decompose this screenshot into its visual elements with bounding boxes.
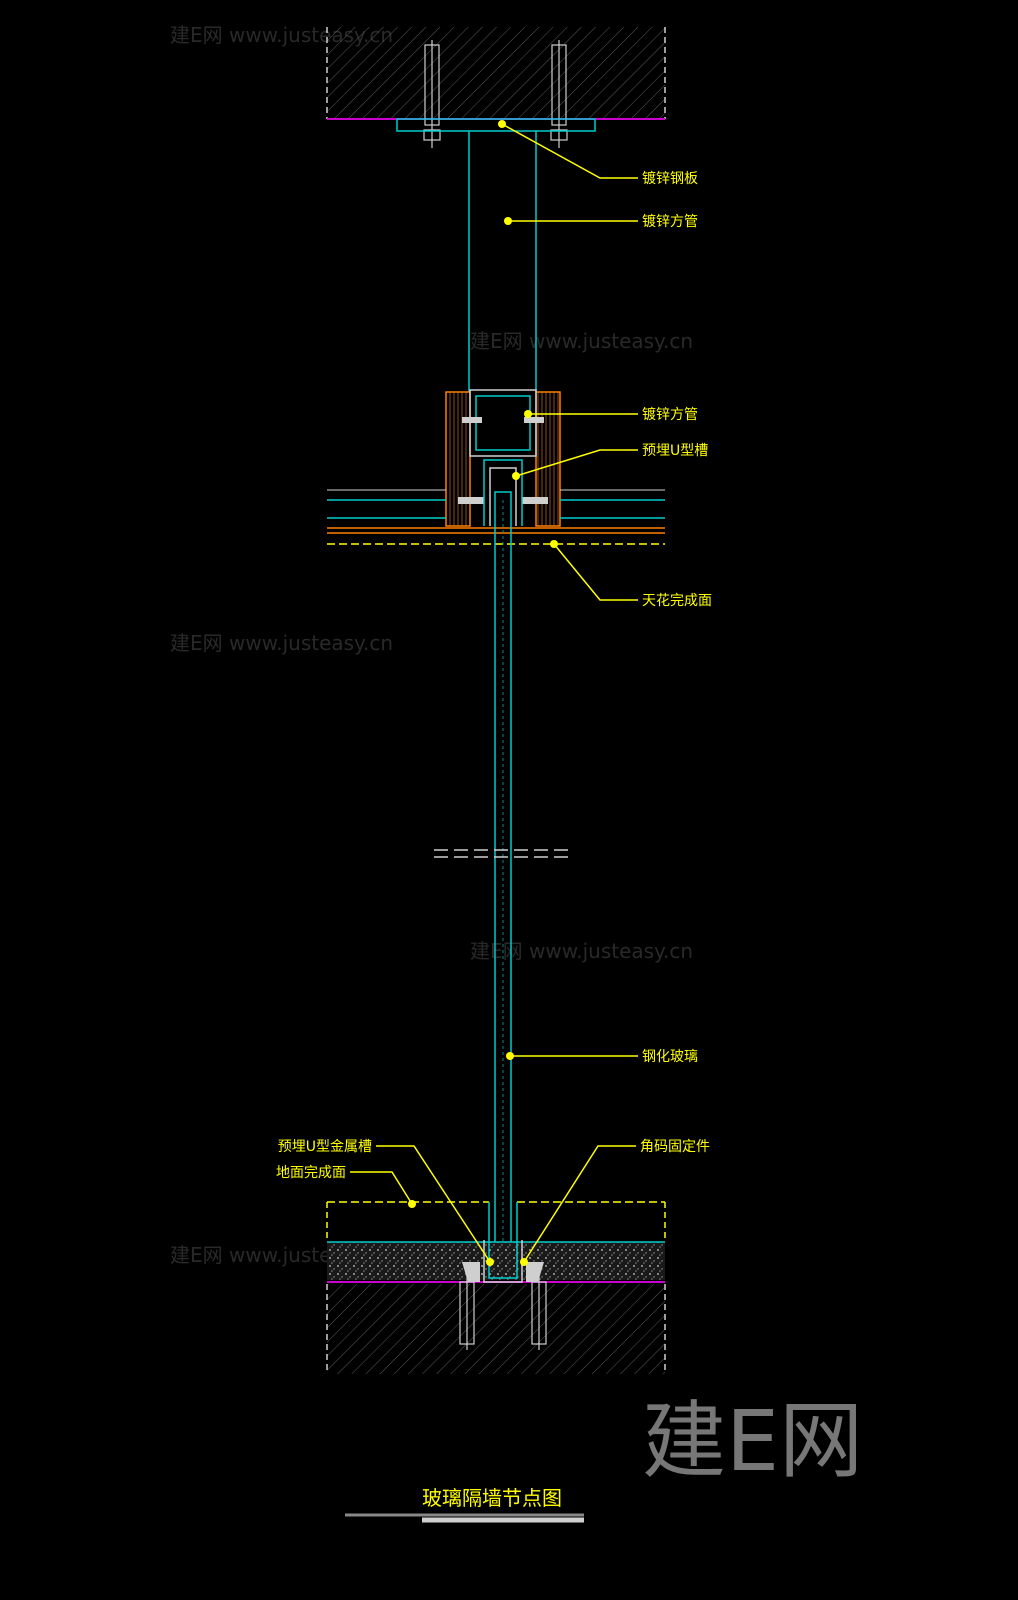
bottom-concrete-slab [326,1284,666,1374]
drawing-title-block: 玻璃隔墙节点图 [345,1486,584,1523]
label-ceiling-finish: 天花完成面 [642,593,712,609]
ceiling-layers [327,489,665,545]
label-angle-bracket-fixing: 角码固定件 [640,1139,710,1155]
top-anchor-bolts [423,40,568,148]
label-embedded-u-metal-channel: 预埋U型金属槽 [278,1139,372,1155]
label-upper-square-tube: 镀锌方管 [642,213,698,230]
watermark-text: 建E网 www.justeasy.cn [470,329,693,353]
leader-angle-bracket [523,1145,636,1263]
callout-dots [408,120,558,1266]
label-embedded-u-channel: 预埋U型槽 [642,443,708,459]
callout-labels: 镀锌钢板 镀锌方管 镀锌方管 预埋U型槽 天花完成面 钢化玻璃 预埋U型金属槽 … [276,170,712,1181]
upper-square-tube [468,131,537,392]
ceiling-wood-blocking [445,391,561,527]
screws-ceiling [458,417,548,504]
leader-ceiling-finish [553,543,638,601]
bottom-anchor-bolts [459,1262,547,1350]
top-concrete-slab [326,27,666,120]
label-galvanized-steel-plate: 镀锌钢板 [642,170,698,187]
label-floor-finish: 地面完成面 [276,1165,346,1181]
embedded-u-channel-top [483,459,523,526]
leader-floor-finish [350,1171,413,1205]
leader-embedded-u-metal-channel [376,1145,491,1263]
leader-embedded-u-channel [515,449,638,477]
label-tempered-glass: 钢化玻璃 [642,1048,698,1065]
label-lower-square-tube: 镀锌方管 [642,406,698,423]
drawing-title: 玻璃隔墙节点图 [422,1486,562,1510]
brand-logo: 建E网 [642,1392,863,1490]
floor-finish-line [326,1201,666,1240]
watermark-text: 建E网 www.justeasy.cn [170,631,393,655]
callout-leaders [350,123,638,1263]
watermark-text: 建E网 www.justeasy.cn [470,939,693,963]
galvanized-steel-plate [396,118,596,132]
break-line [434,849,568,858]
tempered-glass-panel [494,491,512,1271]
watermark-layer: 建E网 www.justeasy.cn 建E网 www.justeasy.cn … [170,23,693,1267]
floor-screed-layer [327,1241,665,1283]
leader-galvanized-steel-plate [501,123,638,179]
